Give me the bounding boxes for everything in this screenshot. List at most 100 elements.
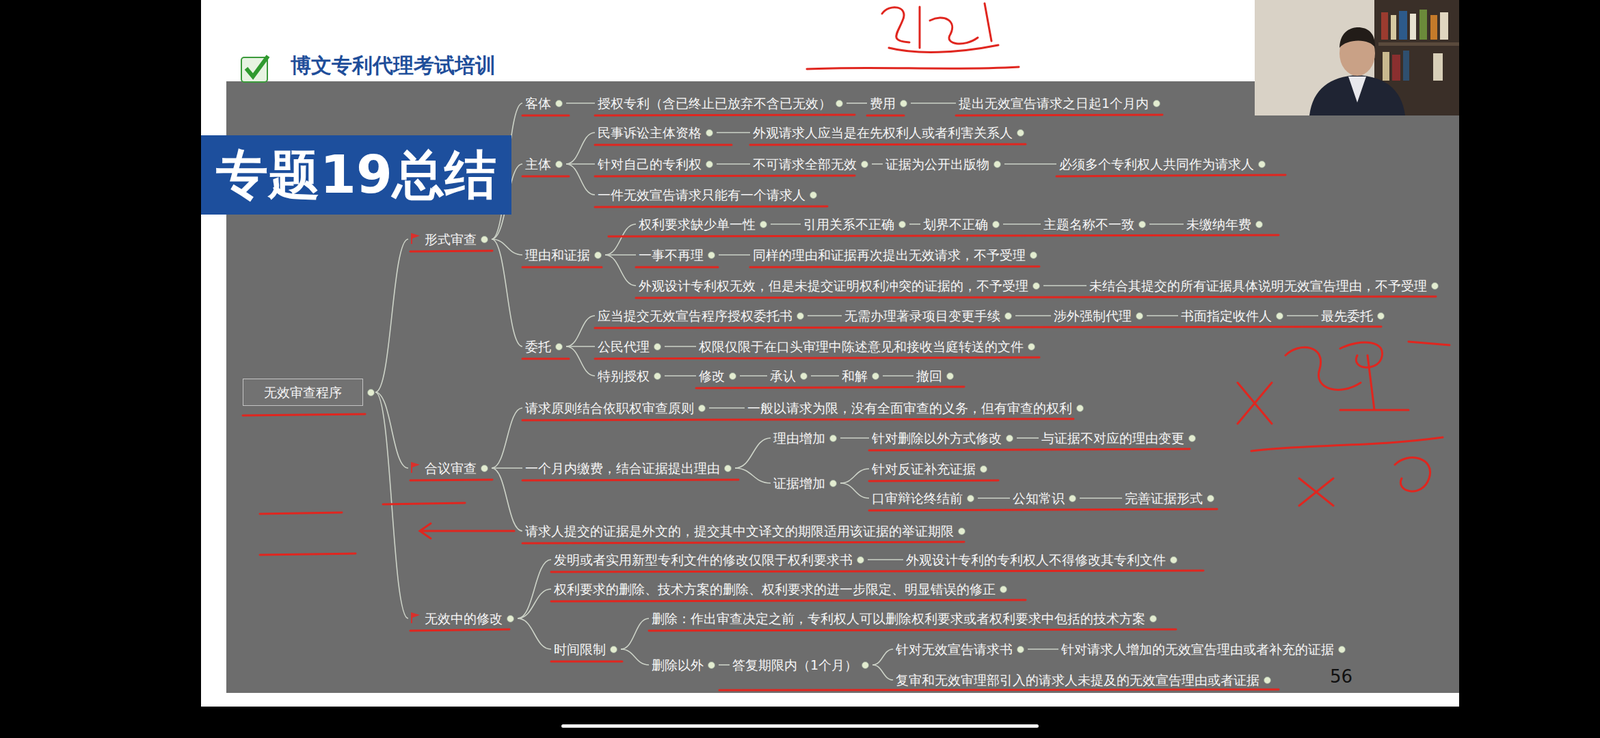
branch-line	[718, 664, 730, 666]
branch-node: 无效中的修改	[408, 609, 518, 628]
handwriting	[882, 3, 999, 52]
topic-text: 提出无效宣告请求之日起1个月内	[958, 95, 1149, 111]
branch-line	[517, 589, 552, 619]
topic-node: 请求原则结合依职权审查原则	[522, 399, 710, 418]
branch-line	[566, 164, 595, 195]
topic-text: 权限仅限于在口头审理中陈述意见和接收当庭转送的文件	[698, 339, 1024, 355]
underline	[869, 449, 1190, 451]
branch-node: 合议审查	[408, 459, 492, 478]
topic-text: 涉外强制代理	[1053, 308, 1132, 324]
topic-text: 委托	[525, 339, 552, 355]
branch-line	[718, 254, 751, 256]
book	[1403, 50, 1410, 81]
topic-text: 与证据不对应的理由变更	[1041, 430, 1185, 446]
topic-text: 理由增加	[773, 430, 826, 446]
branch-line	[620, 618, 649, 650]
topic-node: 主体	[522, 155, 567, 173]
branch-line	[735, 468, 771, 484]
topic-node: 权利要求的删除、技术方案的删除、权利要求的进一步限定、明显错误的修正	[551, 580, 1011, 599]
topic-text: 删除以外	[651, 657, 704, 673]
stroke	[259, 503, 465, 556]
topic-text: 划界不正确	[923, 216, 989, 232]
branch-line	[1043, 285, 1087, 287]
branch-line	[566, 345, 595, 348]
topic-node: 删除：作出审查决定之前，专利权人可以删除权利要求或者权利要求中包括的技术方案	[648, 609, 1161, 628]
topic-node: 针对反证补充证据	[869, 460, 991, 478]
topic-node: 撤回	[913, 367, 958, 385]
topic-node: 一个月内缴费，结合证据提出理由	[522, 459, 736, 478]
topic-node: 引用关系不正确	[800, 215, 910, 234]
topic-text: 费用	[869, 95, 896, 111]
topic-node: 民事诉讼主体资格	[594, 123, 717, 142]
underline	[806, 67, 1019, 70]
branch-line	[1146, 315, 1179, 317]
branch-line	[735, 438, 771, 469]
underline	[648, 629, 1177, 632]
underline	[594, 326, 1382, 329]
underline	[522, 357, 1040, 359]
topic-text: 外观设计专利权无效，但是未提交证明权利冲突的证据的，不予受理	[638, 278, 1029, 294]
book	[1392, 54, 1401, 81]
underline	[242, 250, 510, 632]
topic-node: 未缴纳年费	[1183, 215, 1267, 234]
topic-text: 理由和证据	[525, 247, 591, 263]
topic-node: 复审和无效审理部引入的请求人未提及的无效宣告理由或者证据	[892, 671, 1275, 690]
underline	[551, 570, 1204, 573]
underline	[551, 600, 1026, 602]
branch-line	[491, 468, 523, 532]
topic-text: 无效中的修改	[424, 611, 503, 627]
topic-text: 针对反证补充证据	[871, 461, 976, 477]
branch-line	[517, 560, 552, 619]
topic-text: 答复期限内（1个月）	[732, 657, 858, 673]
topic-node: 公知常识	[1009, 489, 1080, 508]
topic-text: 承认	[769, 368, 796, 384]
topic-node: 承认	[767, 367, 811, 385]
topic-text: 不可请求全部无效	[752, 156, 857, 172]
branch-line	[709, 407, 745, 409]
topic-node: 特别授权	[594, 367, 665, 385]
book	[1409, 13, 1417, 40]
logo-check	[246, 56, 269, 77]
topic-node: 和解	[838, 367, 883, 385]
topic-text: 请求人提交的证据是外文的，提交其中文译文的期限适用该证据的举证期限	[525, 523, 954, 539]
person-shirt	[1348, 76, 1367, 103]
topic-text: 授权专利（含已终止已放弃不含已无效）	[597, 95, 832, 111]
underline	[594, 144, 1026, 145]
slide-ground	[201, 0, 1460, 708]
branch-line	[664, 345, 697, 348]
underline	[696, 387, 965, 389]
topic-node: 权限仅限于在口头审理中陈述意见和接收当庭转送的文件	[696, 337, 1039, 356]
topic-node: 必须多个专利权人共同作为请求人	[1056, 155, 1270, 173]
branch-line	[882, 375, 914, 377]
branch-line	[871, 163, 883, 165]
progress-bar	[561, 724, 1039, 729]
branch-line	[517, 618, 552, 650]
topic-node: 主题名称不一致	[1040, 215, 1150, 234]
topic-node: 发明或者实用新型专利文件的修改仅限于权利要求书	[551, 551, 868, 569]
book	[1430, 15, 1438, 40]
topic-node: 公民代理	[594, 337, 665, 356]
branch-line	[605, 254, 636, 256]
topic-node: 未结合其提交的所有证据具体说明无效宣告理由，不予受理	[1086, 276, 1443, 295]
topic-node: 理由增加	[770, 429, 841, 448]
topic-node: 时间限制	[551, 640, 621, 659]
topic-node: 口审辩论终结前	[869, 489, 978, 508]
topic-node: 一件无效宣告请求只能有一个请求人	[594, 185, 821, 204]
branch-line	[491, 239, 523, 256]
topic-text: 证据为公开出版物	[885, 156, 990, 172]
topic-text: 外观设计专利的专利权人不得修改其专利文件	[905, 552, 1166, 568]
topic-node: 同样的理由和证据再次提出无效请求，不予受理	[750, 246, 1041, 264]
topic-node: 理由和证据	[522, 246, 606, 264]
red-ink	[242, 3, 1450, 691]
underline	[719, 689, 1279, 691]
topic-node: 权利要求缺少单一性	[635, 215, 771, 234]
underline	[551, 661, 623, 664]
branch-line	[716, 131, 751, 134]
branch-line	[840, 469, 870, 484]
branch-line	[566, 315, 595, 347]
underline	[522, 542, 965, 544]
book	[1381, 12, 1389, 40]
topic-text: 权利要求缺少单一性	[638, 216, 756, 232]
topic-text: 一事不再理	[638, 247, 704, 263]
